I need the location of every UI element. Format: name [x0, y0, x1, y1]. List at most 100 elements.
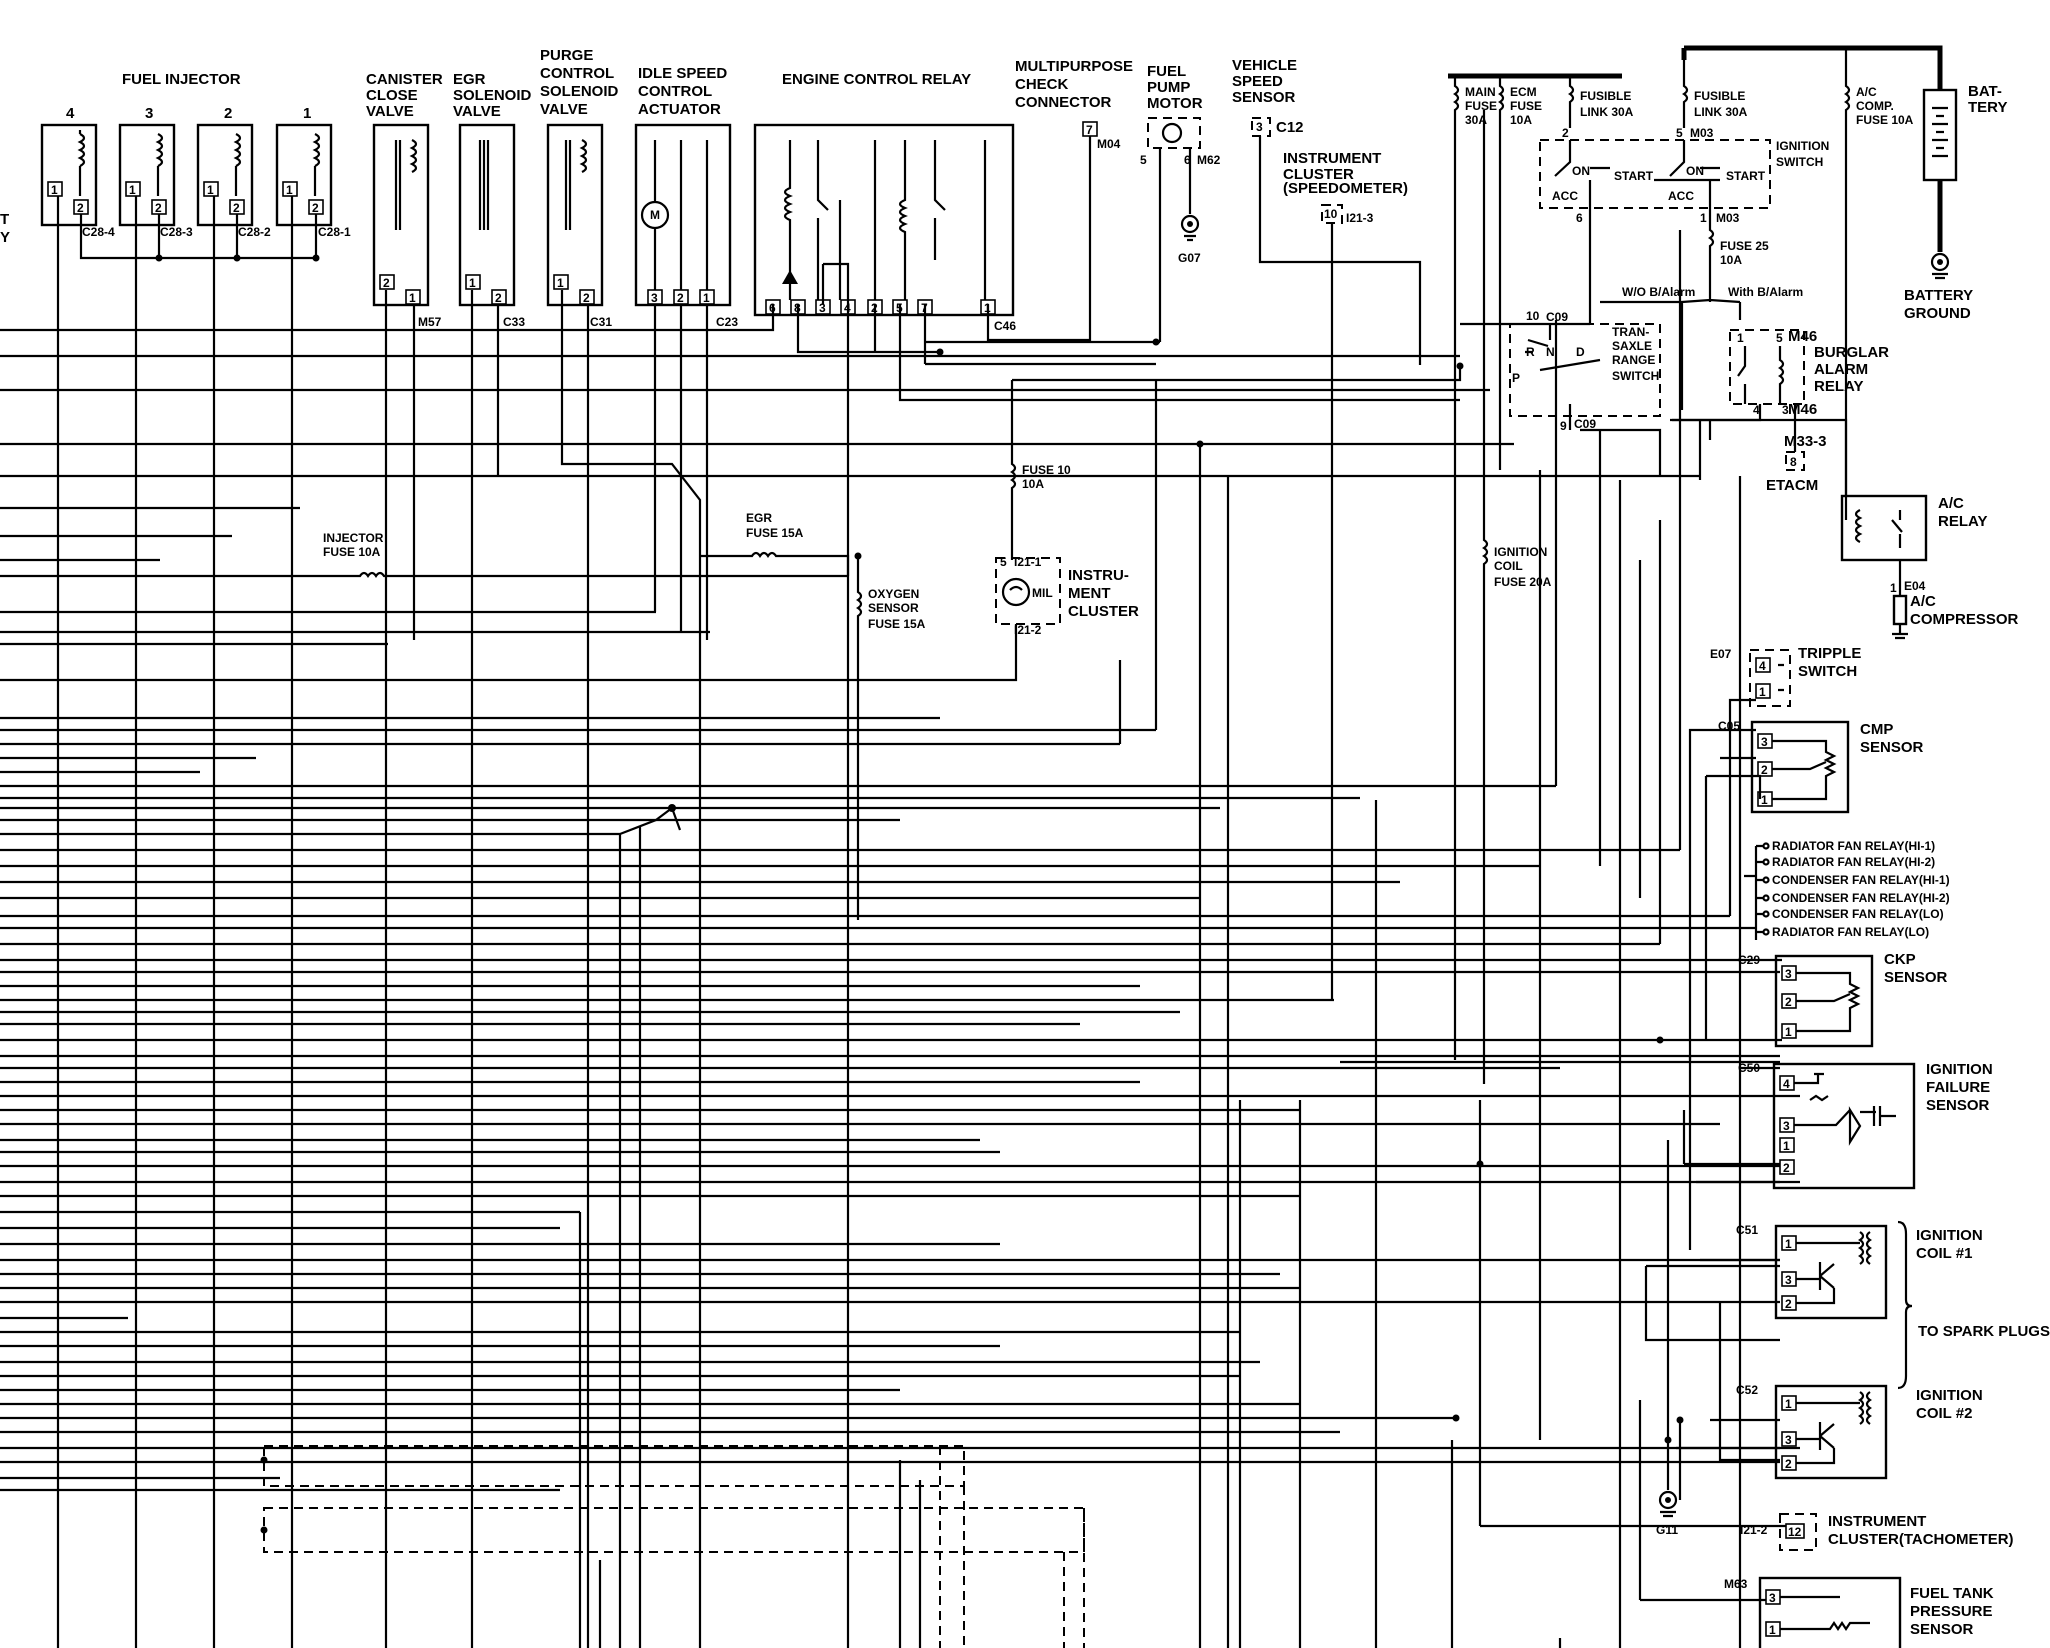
injector-4-number: 4 [66, 105, 75, 122]
svg-text:6: 6 [1576, 211, 1583, 225]
svg-text:CONDENSER FAN RELAY(HI-1): CONDENSER FAN RELAY(HI-1) [1772, 873, 1950, 887]
svg-text:2: 2 [495, 291, 502, 305]
svg-text:FUSIBLE: FUSIBLE [1580, 89, 1631, 103]
svg-text:LINK 30A: LINK 30A [1694, 105, 1748, 119]
svg-text:C09: C09 [1546, 310, 1568, 324]
svg-text:SENSOR: SENSOR [1860, 739, 1924, 756]
svg-text:SENSOR: SENSOR [868, 601, 919, 615]
svg-text:FAILURE: FAILURE [1926, 1079, 1990, 1096]
svg-text:BURGLAR: BURGLAR [1814, 344, 1889, 361]
battery-ground-label-2: GROUND [1904, 305, 1971, 322]
svg-text:3: 3 [1782, 403, 1789, 417]
vss-label-1: VEHICLE [1232, 57, 1297, 74]
svg-text:SENSOR: SENSOR [1884, 969, 1948, 986]
svg-text:RELAY: RELAY [1814, 378, 1863, 395]
instrument-cluster-speedometer: 10 I21-3 [1321, 204, 1374, 1000]
svg-text:M46: M46 [1788, 328, 1817, 345]
egr-valve-label-1: EGR [453, 71, 486, 88]
egr-valve-label-3: VALVE [453, 103, 501, 120]
svg-text:3: 3 [1761, 735, 1768, 749]
svg-text:1: 1 [1890, 581, 1897, 595]
vss-label-2: SPEED [1232, 73, 1283, 90]
svg-text:INJECTOR: INJECTOR [323, 531, 384, 545]
svg-text:1: 1 [1737, 331, 1744, 345]
left-edge-label-1: T [0, 211, 9, 228]
svg-text:START: START [1614, 169, 1654, 183]
svg-text:C09: C09 [1574, 417, 1596, 431]
svg-text:ON: ON [1686, 164, 1704, 178]
with-alarm-label: With B/Alarm [1728, 285, 1803, 299]
svg-text:R: R [1526, 345, 1535, 359]
egr-fuse-15a: EGR FUSE 15A [700, 511, 850, 576]
instrument-cluster-tachometer: 12 I21-2 INSTRUMENT CLUSTER(TACHOMETER) [1740, 1513, 2014, 1551]
svg-text:TRIPPLE: TRIPPLE [1798, 645, 1861, 662]
svg-text:2: 2 [155, 201, 162, 215]
svg-text:INSTRUMENT: INSTRUMENT [1828, 1513, 1926, 1530]
svg-text:SWITCH: SWITCH [1776, 155, 1823, 169]
svg-text:COMPRESSOR: COMPRESSOR [1910, 611, 2019, 628]
svg-text:1: 1 [1759, 685, 1766, 699]
svg-text:FUSE: FUSE [1465, 99, 1497, 113]
svg-text:SWITCH: SWITCH [1612, 369, 1659, 383]
svg-text:D: D [1576, 345, 1585, 359]
svg-text:2: 2 [77, 201, 84, 215]
c28-2-label: C28-2 [238, 225, 271, 239]
transaxle-range-switch: 10 C09 R N D P TRAN- SAXLE RANGE SWITCH … [1509, 309, 1661, 433]
svg-text:CKP: CKP [1884, 951, 1916, 968]
svg-text:SENSOR: SENSOR [1926, 1097, 1990, 1114]
svg-text:LINK 30A: LINK 30A [1580, 105, 1634, 119]
svg-text:ACC: ACC [1668, 189, 1694, 203]
svg-text:1: 1 [1761, 793, 1768, 807]
spark-plug-bracket [1897, 1220, 1913, 1390]
svg-text:CLUSTER(TACHOMETER): CLUSTER(TACHOMETER) [1828, 1531, 2014, 1548]
fuel-injector-3: 1 2 [118, 123, 176, 227]
m04-label: M04 [1097, 137, 1121, 151]
svg-text:RANGE: RANGE [1612, 353, 1655, 367]
c33-label: C33 [503, 315, 525, 329]
svg-text:IGNITION: IGNITION [1494, 545, 1547, 559]
svg-text:FUEL TANK: FUEL TANK [1910, 1585, 1994, 1602]
svg-text:IGNITION: IGNITION [1916, 1387, 1983, 1404]
egr-solenoid-valve: 1 2 [458, 123, 516, 307]
to-spark-plugs-label: TO SPARK PLUGS [1918, 1323, 2050, 1340]
fuel-injector-2: 1 2 [196, 123, 254, 227]
m62-label: M62 [1197, 153, 1221, 167]
svg-text:1: 1 [1700, 211, 1707, 225]
svg-text:P: P [1512, 371, 1520, 385]
ckp-sensor: C29 3 2 1 CKP SENSOR [1738, 951, 1948, 1048]
svg-text:IGNITION: IGNITION [1926, 1061, 1993, 1078]
fuse-10a-mil: FUSE 10 10A [1010, 380, 1071, 560]
purge-label-1: PURGE [540, 47, 593, 64]
svg-text:5: 5 [1776, 331, 1783, 345]
svg-text:COMP.: COMP. [1856, 99, 1894, 113]
fuel-pump-label-3: MOTOR [1147, 95, 1203, 112]
svg-text:1: 1 [1785, 1237, 1792, 1251]
fuel-tank-pressure-sensor: M63 3 1 FUEL TANK PRESSURE SENSOR [1724, 1576, 1994, 1648]
svg-text:INSTRU-: INSTRU- [1068, 567, 1129, 584]
fuel-pump-label-2: PUMP [1147, 79, 1190, 96]
i21-3-label: I21-3 [1346, 211, 1374, 225]
fusible-link-30a-1: FUSIBLE LINK 30A [1568, 76, 1634, 128]
svg-text:IGNITION: IGNITION [1916, 1227, 1983, 1244]
svg-text:CONDENSER FAN RELAY(HI-2): CONDENSER FAN RELAY(HI-2) [1772, 891, 1950, 905]
svg-text:FUSE 15A: FUSE 15A [746, 526, 804, 540]
svg-text:2: 2 [677, 291, 684, 305]
g07-label: G07 [1178, 251, 1201, 265]
ic-speedo-label-1: INSTRUMENT [1283, 150, 1381, 167]
purge-label-3: SOLENOID [540, 83, 619, 100]
svg-text:3: 3 [1785, 1433, 1792, 1447]
svg-text:SWITCH: SWITCH [1798, 663, 1857, 680]
fuel-injector-label: FUEL INJECTOR [122, 71, 241, 88]
ecm-fuse-10a: ECM FUSE 10A [1498, 76, 1542, 470]
svg-text:SENSOR: SENSOR [1910, 1621, 1974, 1638]
tripple-switch: E07 4 1 TRIPPLE SWITCH [1710, 645, 1861, 707]
svg-text:1: 1 [1769, 1623, 1776, 1637]
svg-text:FUSE 20A: FUSE 20A [1494, 575, 1552, 589]
svg-text:4: 4 [1753, 403, 1760, 417]
svg-text:SAXLE: SAXLE [1612, 339, 1652, 353]
idle-speed-control-actuator: M 3 2 1 [634, 123, 732, 307]
ignition-failure-sensor: C50 4 3 1 2 IGNITION FAILURE SENSOR [1738, 1061, 1993, 1190]
svg-text:2: 2 [383, 276, 390, 290]
svg-text:2: 2 [1783, 1161, 1790, 1175]
m03-bottom-label: M03 [1716, 211, 1740, 225]
